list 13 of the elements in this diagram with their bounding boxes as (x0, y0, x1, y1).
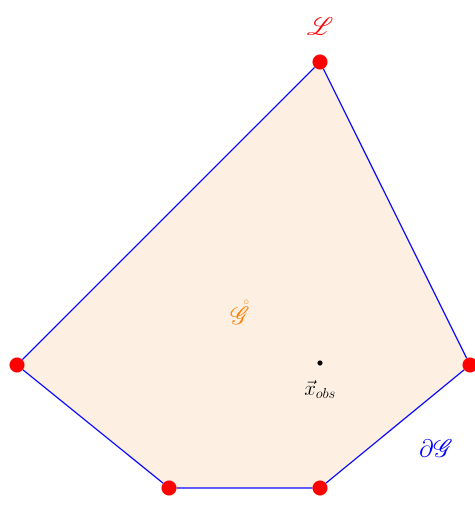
vertex-dot (312, 54, 328, 70)
boundary-edge (322, 68, 468, 358)
boundary-edge (22, 369, 164, 484)
boundary-edge (176, 487, 312, 489)
region-symbol: $\mathring{\mathscr{G}}$ (230, 300, 249, 325)
boundary-edge (326, 369, 464, 484)
vertex-dot (162, 480, 176, 496)
math-label: $\partial\mathscr{G}$ (420, 438, 452, 458)
math-label: $\mathscr{L}$ (307, 16, 332, 36)
vertex-dot (312, 480, 328, 496)
point-label: $\vec{x}_{obs}$ (304, 380, 335, 398)
vertex-dot (10, 358, 24, 372)
boundary-edge (22, 66, 316, 360)
